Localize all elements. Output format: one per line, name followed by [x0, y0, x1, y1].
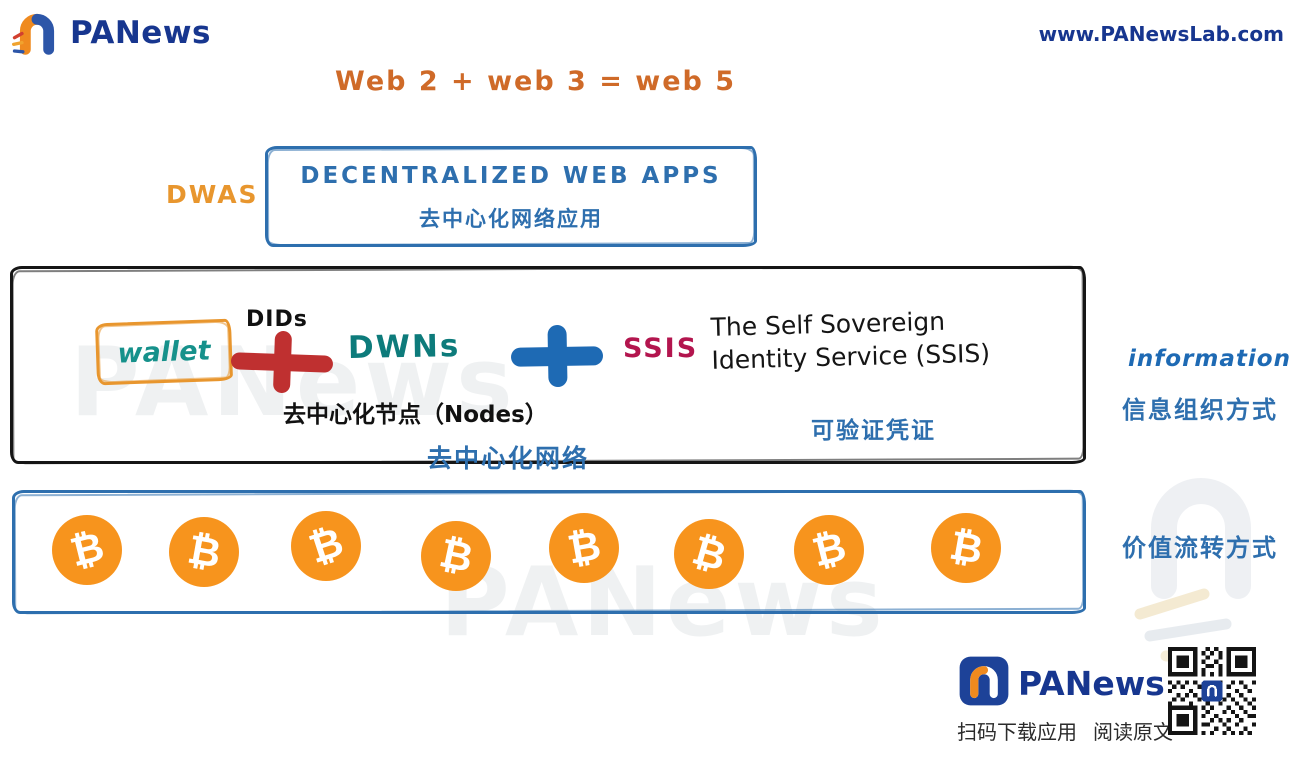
- network-box: wallet DIDs DWNs SSIS The Self Sovereign…: [10, 266, 1087, 473]
- diagram-title: Web 2 + web 3 = web 5: [335, 66, 737, 97]
- bitcoin-icon: ₿: [674, 519, 744, 589]
- bitcoin-icon: ₿: [421, 521, 491, 591]
- apps-title-zh: 去中心化网络应用: [419, 207, 603, 231]
- panews-watermark-logo-icon: [1126, 456, 1276, 670]
- panews-logo: PANews: [12, 6, 211, 60]
- dwns-label: DWNs: [347, 328, 461, 366]
- value-box: ₿ ₿ ₿ ₿ ₿ ₿ ₿ ₿: [12, 490, 1086, 614]
- network-label: 去中心化网络: [427, 444, 590, 473]
- footer-logo-icon: [958, 655, 1010, 711]
- apps-title-en: DECENTRALIZED WEB APPS: [300, 163, 722, 189]
- blue-plus-icon: [510, 324, 604, 388]
- panews-logo-icon: [12, 6, 62, 60]
- value-flow-label: 价值流转方式: [1122, 534, 1278, 562]
- bitcoin-icon: ₿: [794, 515, 864, 585]
- information-label-zh: 信息组织方式: [1122, 396, 1278, 424]
- wallet-box: wallet: [94, 318, 234, 386]
- brand-name: PANews: [70, 15, 211, 51]
- bitcoin-icon: ₿: [291, 511, 361, 581]
- ssis-description: The Self Sovereign Identity Service (SSI…: [710, 302, 1087, 377]
- decentralized-web-apps-box: DECENTRALIZED WEB APPS 去中心化网络应用: [265, 146, 757, 247]
- bitcoin-icon: ₿: [169, 517, 239, 587]
- dwas-label: DWAS: [166, 180, 259, 209]
- footer-caption: 扫码下载应用 阅读原文: [957, 716, 1173, 745]
- red-plus-icon: [230, 329, 334, 395]
- caption-read: 阅读原文: [1093, 720, 1173, 744]
- wallet-label: wallet: [117, 334, 211, 370]
- footer-brand-name: PANews: [1018, 664, 1165, 703]
- bitcoin-icon: ₿: [931, 513, 1001, 583]
- website-url: www.PANewsLab.com: [1038, 22, 1284, 46]
- caption-download: 扫码下载应用: [957, 720, 1077, 744]
- dids-label: DIDs: [246, 307, 308, 332]
- information-label-en: information: [1128, 346, 1291, 372]
- nodes-label: 去中心化节点（Nodes）: [283, 402, 548, 428]
- bitcoin-icon: ₿: [549, 513, 619, 583]
- bitcoin-icon: ₿: [52, 515, 122, 585]
- credential-label: 可验证凭证: [811, 418, 936, 444]
- ssis-label: SSIS: [623, 333, 699, 364]
- qr-code: [1168, 647, 1256, 739]
